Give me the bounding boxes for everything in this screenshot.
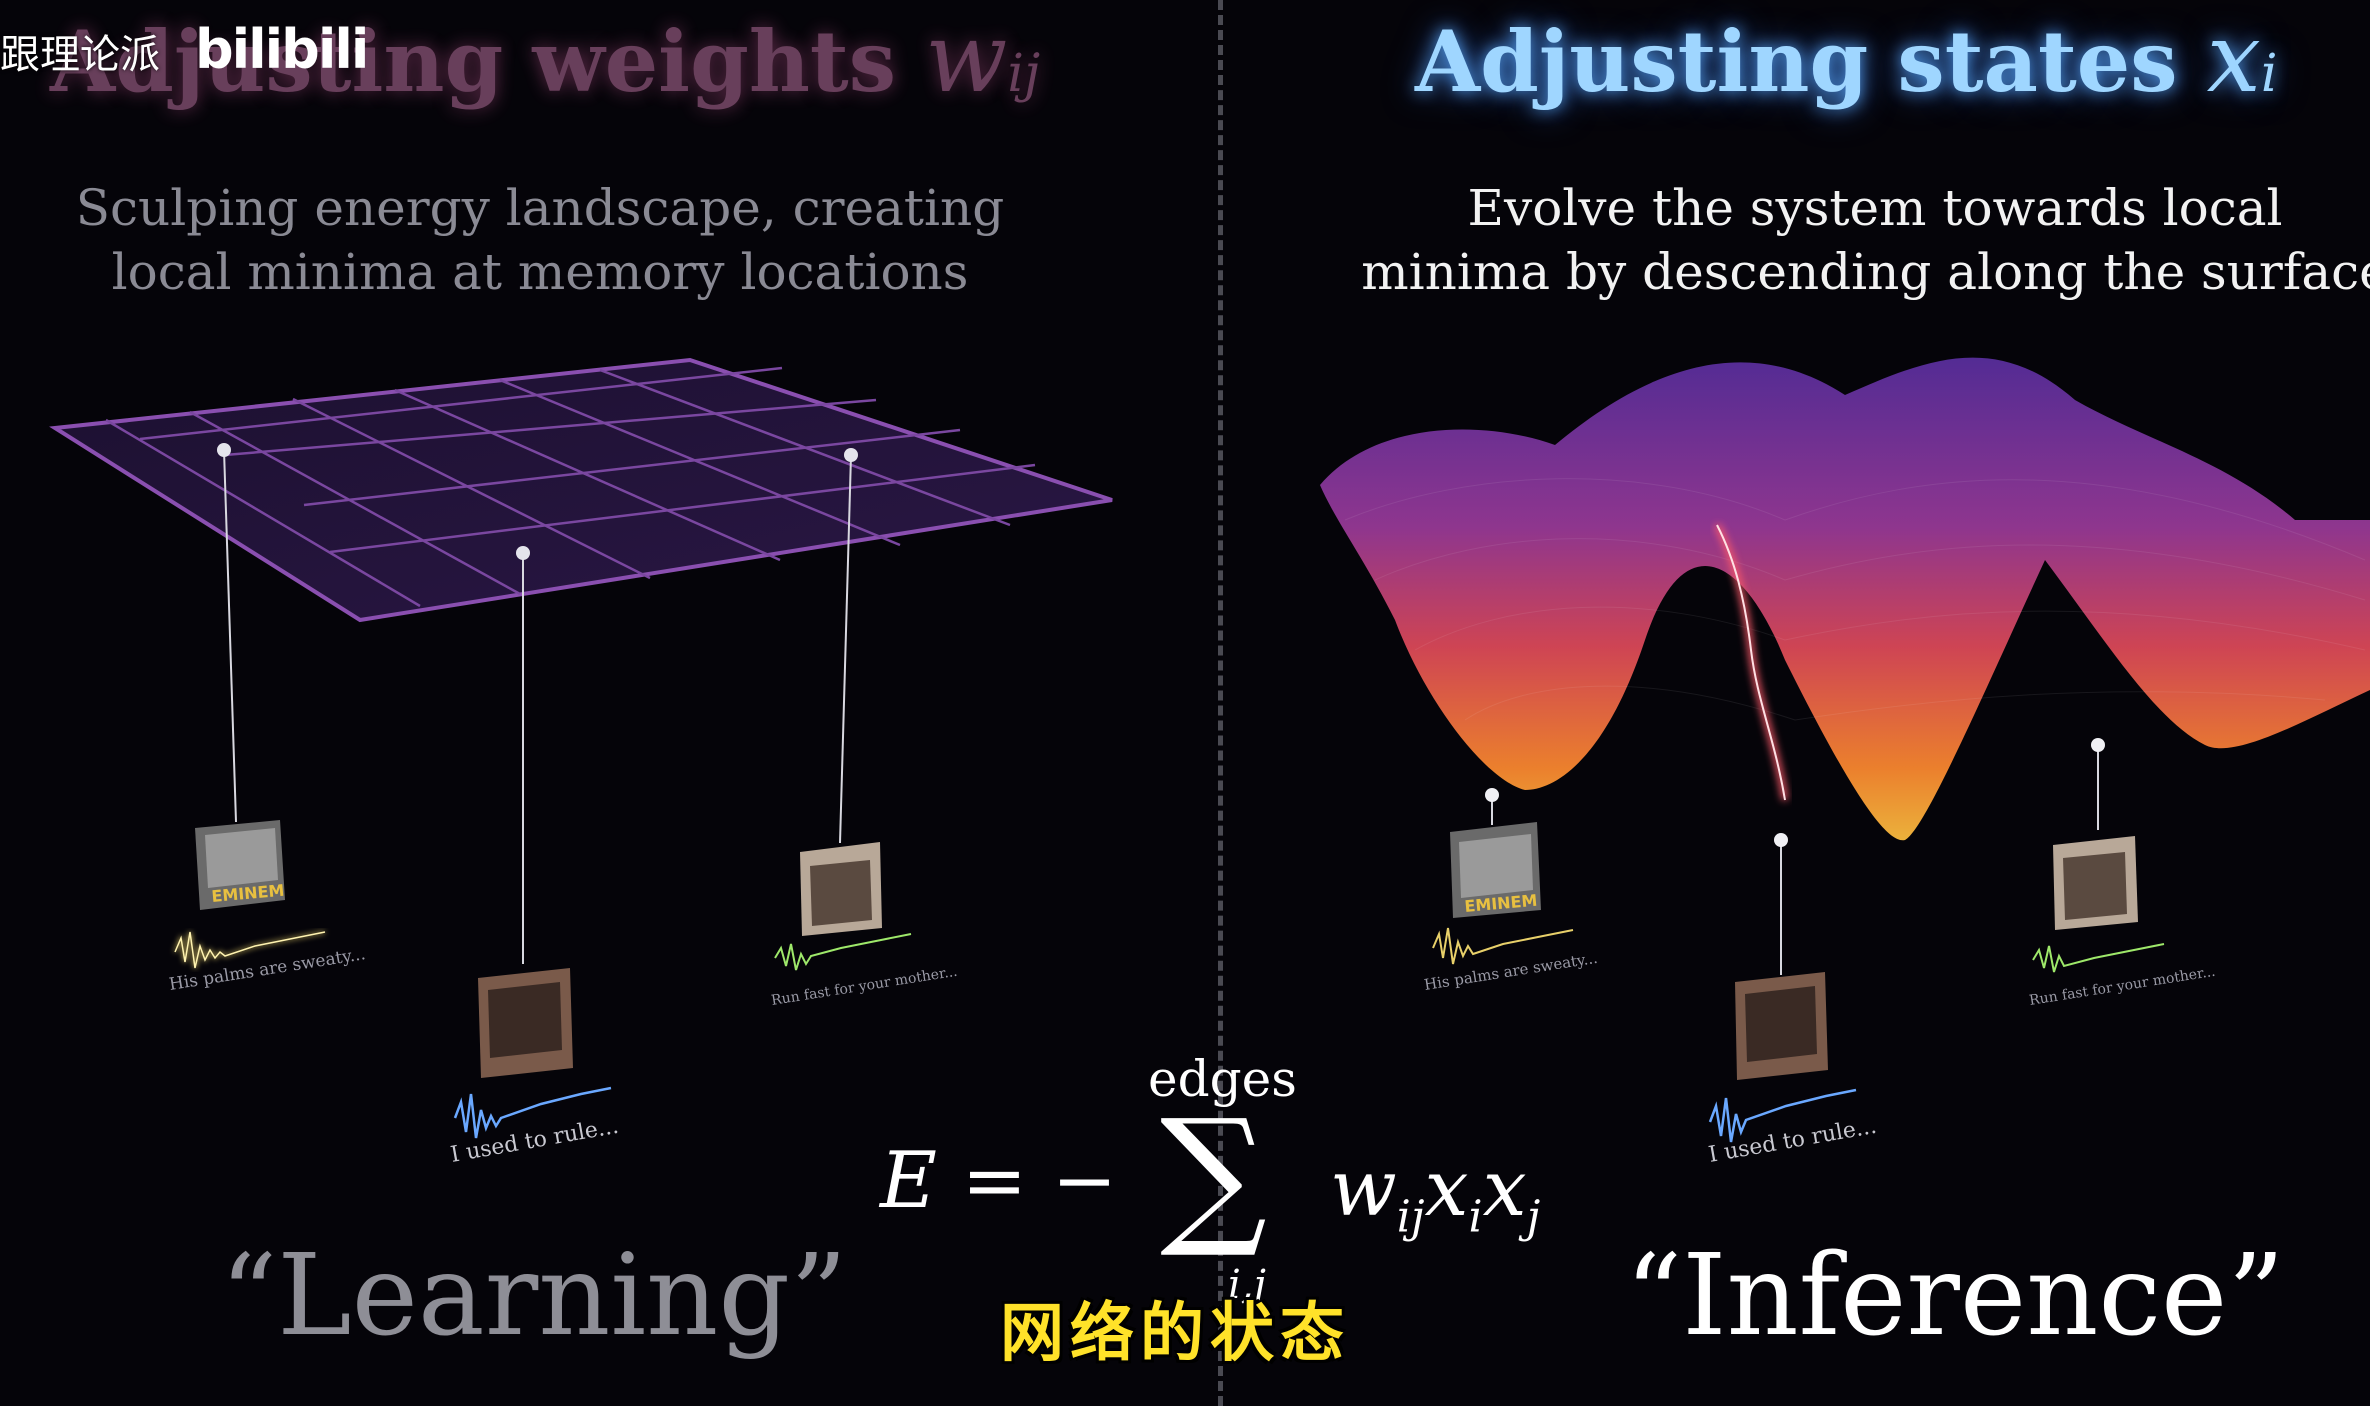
right-title: Adjusting states xi: [1415, 10, 2278, 106]
equation-sum-over: edges: [1148, 1050, 1297, 1108]
waveform-green-left: [774, 933, 912, 971]
album-card-florence-left: [800, 842, 882, 936]
right-subtitle-line1: Evolve the system towards local: [1467, 179, 2283, 237]
memory-pin-heads: [217, 443, 858, 560]
album-card-florence-right: [2053, 836, 2138, 930]
equation-w: w: [1330, 1144, 1397, 1234]
energy-surface-mesh: [1344, 478, 2366, 721]
equation-sum-under: i,j: [1228, 1262, 1266, 1308]
left-title-text: Adjusting weights: [50, 12, 896, 111]
lyric-florence-left: Run fast for your mother...: [770, 964, 958, 1009]
learning-label: “Learning”: [220, 1231, 848, 1361]
album-card-coldplay-left: [478, 968, 573, 1078]
channel-watermark: 跟理论派: [0, 32, 160, 78]
left-title-sub: ij: [1007, 44, 1041, 104]
equation-w-sub: ij: [1396, 1191, 1425, 1243]
album-card-eminem-right: EMINEM: [1450, 822, 1541, 918]
weight-grid-plane: [49, 357, 1113, 623]
waveform-yellow-left-core: [174, 931, 326, 969]
minima-points: [1485, 738, 2105, 847]
left-title-var: w: [925, 2, 1008, 114]
right-subtitle-line2: minima by descending along the surface: [1361, 243, 2370, 301]
equation-rhs: wijxixj: [1330, 1150, 1540, 1240]
lyric-eminem-left: His palms are sweaty...: [168, 944, 367, 995]
left-title: Adjusting weights wij: [50, 10, 1040, 106]
equation-lhs: E = −: [880, 1136, 1118, 1226]
equation-x1: x: [1424, 1144, 1469, 1234]
right-title-var: x: [2206, 2, 2261, 114]
weight-grid-illustration: EMINEM His palms are sweaty... I used to…: [49, 357, 1113, 1168]
left-subtitle-line2: local minima at memory locations: [111, 243, 969, 301]
subtitle-caption: 网络的状态: [1000, 1297, 1350, 1371]
right-subtitle: Evolve the system towards local minima b…: [1310, 176, 2370, 304]
energy-landscape-illustration: EMINEM His palms are sweaty... I used to…: [1320, 357, 2370, 1168]
album-card-eminem-left: EMINEM: [195, 820, 285, 910]
waveform-blue-left: [453, 1086, 612, 1139]
lyric-eminem-right: His palms are sweaty...: [1423, 949, 1599, 994]
minima-pins: [1491, 745, 2099, 975]
lyric-florence-right: Run fast for your mother...: [2028, 964, 2216, 1009]
equation-x1-sub: i: [1468, 1191, 1483, 1243]
waveform-green-right: [2032, 943, 2165, 973]
right-title-text: Adjusting states: [1415, 12, 2178, 111]
weight-grid-lines: [105, 366, 1036, 608]
inference-label: “Inference”: [1625, 1231, 2285, 1361]
left-subtitle: Sculping energy landscape, creating loca…: [40, 176, 1040, 304]
right-title-sub: i: [2260, 44, 2278, 104]
equation-x2: x: [1482, 1144, 1527, 1234]
left-subtitle-line1: Sculping energy landscape, creating: [75, 179, 1005, 237]
waveform-blue-right: [1708, 1088, 1857, 1143]
equation-x2-sub: j: [1526, 1191, 1541, 1243]
descent-path: [1716, 524, 1786, 801]
panel-divider: [1218, 0, 1223, 1406]
waveform-yellow-right: [1432, 927, 1574, 965]
album-card-coldplay-right: [1735, 972, 1828, 1080]
lyric-coldplay-right: I used to rule...: [1707, 1114, 1879, 1168]
memory-pins: [223, 449, 852, 964]
energy-surface: [1320, 357, 2370, 841]
equation-sum-sign: ∑: [1160, 1088, 1268, 1262]
bilibili-logo: bilibili: [195, 18, 369, 81]
